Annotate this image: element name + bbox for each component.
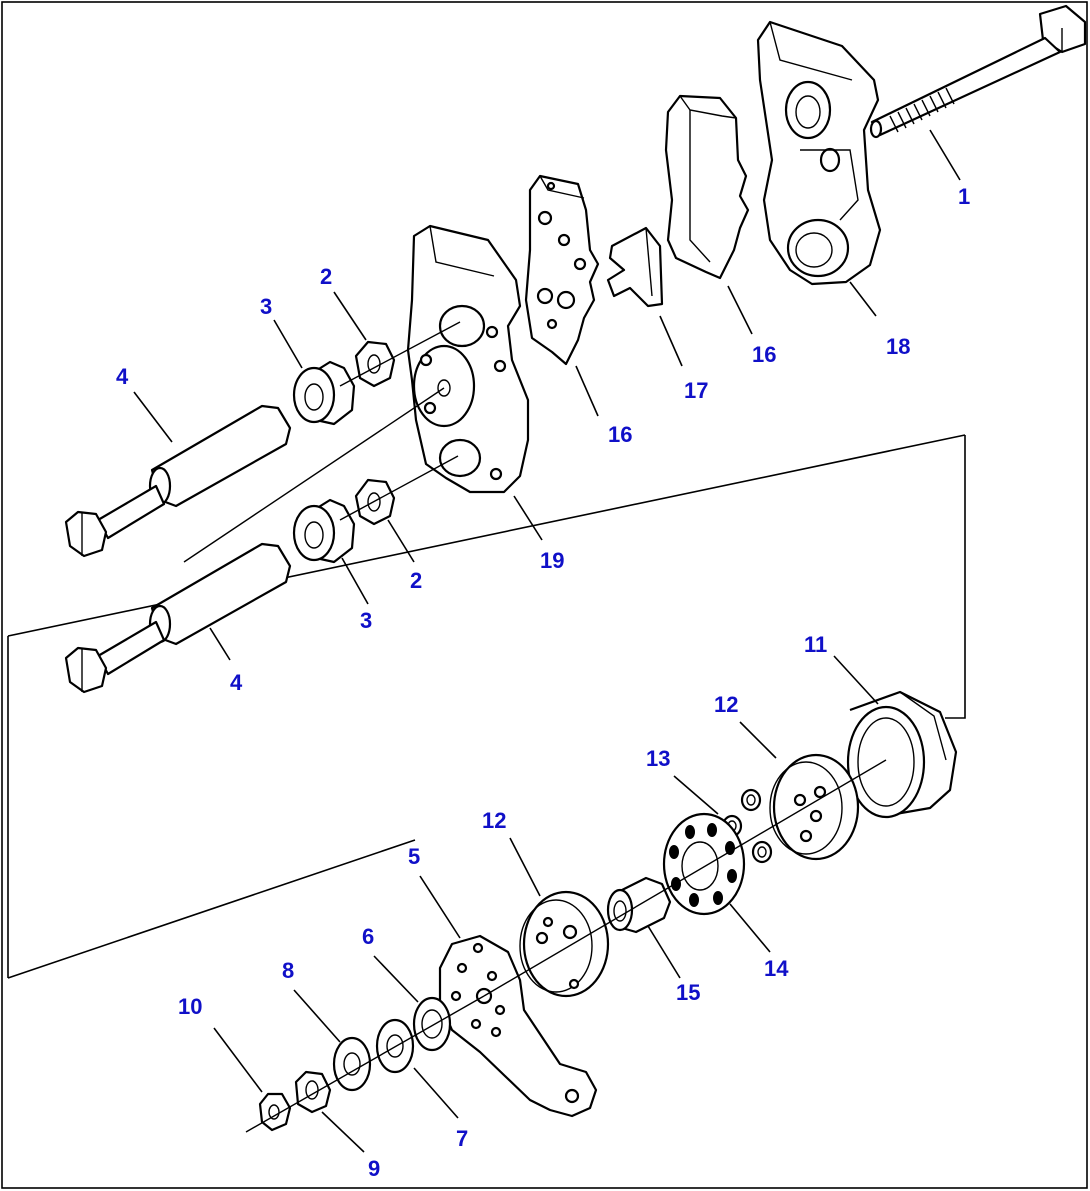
- part-11-bearing-ring: [846, 690, 958, 819]
- part-13-o-rings: [721, 788, 773, 864]
- part-16-brake-pad-inner: [524, 174, 600, 366]
- callout-18: 18: [886, 334, 910, 359]
- callout-19: 19: [540, 548, 564, 573]
- part-7-washer: [375, 1018, 415, 1074]
- callout-4-upper: 4: [116, 364, 129, 389]
- callout-14: 14: [764, 956, 789, 981]
- callout-8: 8: [282, 958, 294, 983]
- callout-17: 17: [684, 378, 708, 403]
- part-12-disc-lower: [519, 890, 610, 998]
- callout-15: 15: [676, 980, 700, 1005]
- part-3-spacer-lower: [292, 498, 356, 564]
- callout-7: 7: [456, 1126, 468, 1151]
- callout-2-lower: 2: [410, 568, 422, 593]
- callouts: 1 2 3 4 2 3 4 5 6 7 8 9 10 11 12 12 13 1…: [116, 184, 970, 1181]
- part-19-caliper-housing: [406, 224, 530, 494]
- callout-12-upper: 12: [714, 692, 738, 717]
- group-bracket: [7, 434, 966, 979]
- part-17-spring-clip: [606, 226, 664, 308]
- part-4-bolt-upper: [64, 404, 292, 558]
- part-10-nut: [258, 1092, 292, 1132]
- leader-lines: [133, 129, 961, 1153]
- part-4-bolt-lower: [64, 542, 292, 694]
- centerlines-upper: [183, 321, 461, 563]
- part-1-bolt: [869, 4, 1087, 139]
- callout-10: 10: [178, 994, 202, 1019]
- part-12-disc-upper: [769, 753, 860, 861]
- callout-2-upper: 2: [320, 264, 332, 289]
- centerlines-lower: [245, 759, 887, 1133]
- callout-5: 5: [408, 844, 420, 869]
- callout-4-lower: 4: [230, 670, 243, 695]
- callout-16-inner: 16: [608, 422, 632, 447]
- callout-12-lower: 12: [482, 808, 506, 833]
- callout-13: 13: [646, 746, 670, 771]
- part-14-bearing-cage: [662, 812, 746, 916]
- part-5-lever-arm: [438, 934, 598, 1118]
- part-18-caliper-housing: [756, 20, 882, 286]
- callout-11: 11: [804, 632, 827, 657]
- part-16-brake-pad-outer: [664, 94, 750, 280]
- callout-3-lower: 3: [360, 608, 372, 633]
- part-6-washer: [412, 996, 452, 1052]
- part-2-nut-upper: [354, 340, 396, 388]
- part-9-nut: [294, 1070, 332, 1114]
- part-2-nut-lower: [354, 478, 396, 526]
- callout-9: 9: [368, 1156, 380, 1181]
- part-3-spacer-upper: [292, 360, 356, 426]
- callout-1: 1: [958, 184, 970, 209]
- callout-16-outer: 16: [752, 342, 776, 367]
- callout-6: 6: [362, 924, 374, 949]
- callout-3-upper: 3: [260, 294, 272, 319]
